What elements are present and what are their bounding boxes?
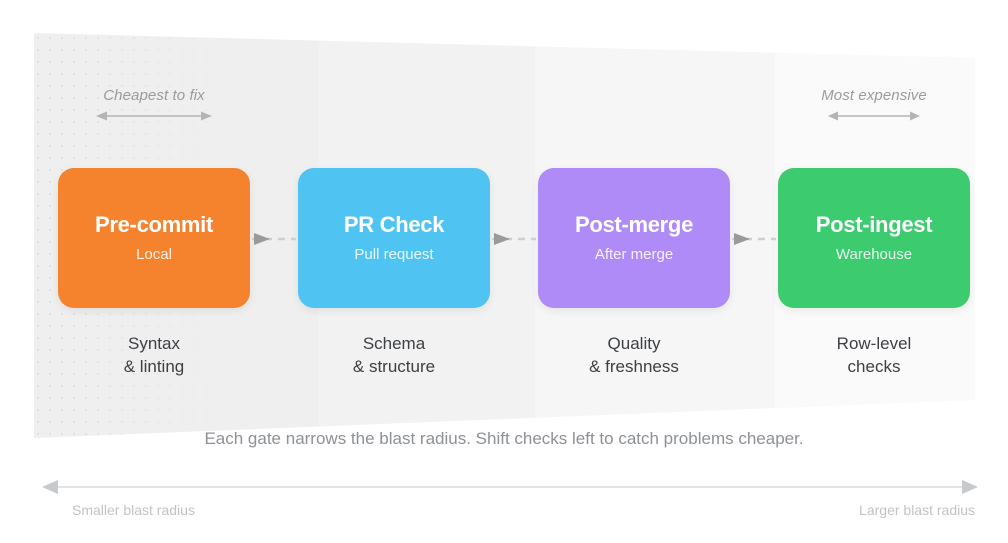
stage-card-pr-check[interactable]: PR Check Pull request <box>298 168 490 308</box>
range-annotation-most-expensive: Most expensive <box>778 88 970 122</box>
caption-line: & structure <box>352 356 436 376</box>
connector-arrow-icon <box>492 233 536 245</box>
caption-line: Syntax <box>128 334 180 353</box>
caption-line: Schema <box>362 334 426 353</box>
stage-card-post-merge[interactable]: Post-merge After merge <box>538 168 730 308</box>
double-arrow-icon <box>828 111 920 121</box>
axis-label-smaller-blast-radius: Smaller blast radius <box>72 502 195 518</box>
connector-arrow-icon <box>252 233 296 245</box>
stage-subtitle: Pull request <box>354 246 434 263</box>
range-annotation-cheapest: Cheapest to fix <box>58 88 250 122</box>
range-label-cheapest: Cheapest to fix <box>103 87 205 104</box>
stage-subtitle: Local <box>136 246 172 263</box>
stage-card-post-ingest[interactable]: Post-ingest Warehouse <box>778 168 970 308</box>
double-arrow-icon <box>96 111 212 121</box>
caption-line: & freshness <box>589 356 679 376</box>
caption-line: Row-level <box>836 334 912 353</box>
range-label-most-expensive: Most expensive <box>821 87 927 104</box>
stage-subtitle: After merge <box>594 246 674 263</box>
connector-arrow-icon <box>732 233 776 245</box>
stage-card-pre-commit[interactable]: Pre-commit Local <box>58 168 250 308</box>
axis-label-larger-blast-radius: Larger blast radius <box>859 502 975 518</box>
stage-title: Post-merge <box>574 212 694 237</box>
stage-title: PR Check <box>343 212 445 237</box>
stage-caption-post-ingest: Row-level checks <box>778 333 970 378</box>
blast-radius-axis <box>42 480 978 494</box>
stage-subtitle: Warehouse <box>835 246 913 263</box>
caption-line: Quality <box>607 334 661 353</box>
stage-title: Pre-commit <box>94 212 214 237</box>
summary-text: Each gate narrows the blast radius. Shif… <box>204 429 804 448</box>
stage-caption-pre-commit: Syntax & linting <box>58 333 250 378</box>
stage-title: Post-ingest <box>815 212 933 237</box>
stage-caption-pr-check: Schema & structure <box>298 333 490 378</box>
caption-line: & linting <box>123 356 185 376</box>
caption-line: checks <box>847 356 901 376</box>
stage-caption-post-merge: Quality & freshness <box>538 333 730 378</box>
